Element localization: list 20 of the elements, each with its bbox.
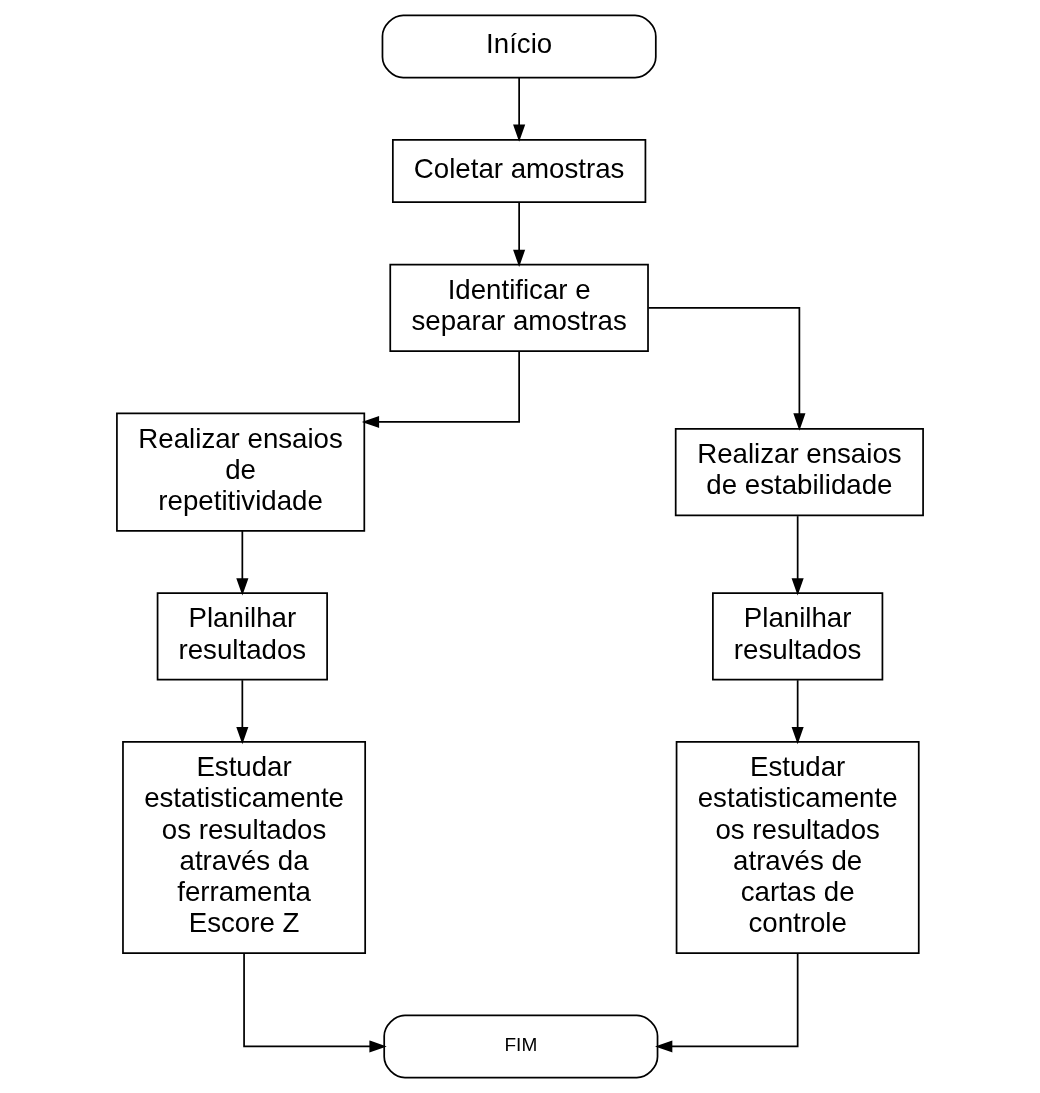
arrow — [513, 77, 526, 142]
node-box: Estudar estatisticamente os resultados através de cartas de controle — [675, 741, 920, 954]
arrow — [791, 679, 804, 745]
node-box: FIM — [383, 1014, 659, 1079]
node-box: Identificar e separar amostras — [389, 263, 649, 352]
arrow — [513, 201, 526, 267]
node-box: Realizar ensaios de estabilidade — [674, 428, 924, 517]
node-box: Planilhar resultados — [156, 592, 328, 681]
node-box: Realizar ensaios de repetitividade — [116, 412, 366, 532]
node-box: Início — [381, 14, 657, 79]
arrow — [655, 952, 799, 1053]
arrow — [647, 306, 806, 431]
arrow — [791, 515, 804, 596]
arrow — [236, 530, 249, 596]
arrow — [361, 350, 520, 428]
node-box: Estudar estatisticamente os resultados através da ferramenta Escore Z — [122, 741, 367, 954]
arrow — [236, 679, 249, 745]
node-box: Coletar amostras — [392, 139, 647, 204]
node-box: Planilhar resultados — [712, 592, 884, 681]
arrow — [243, 952, 387, 1053]
